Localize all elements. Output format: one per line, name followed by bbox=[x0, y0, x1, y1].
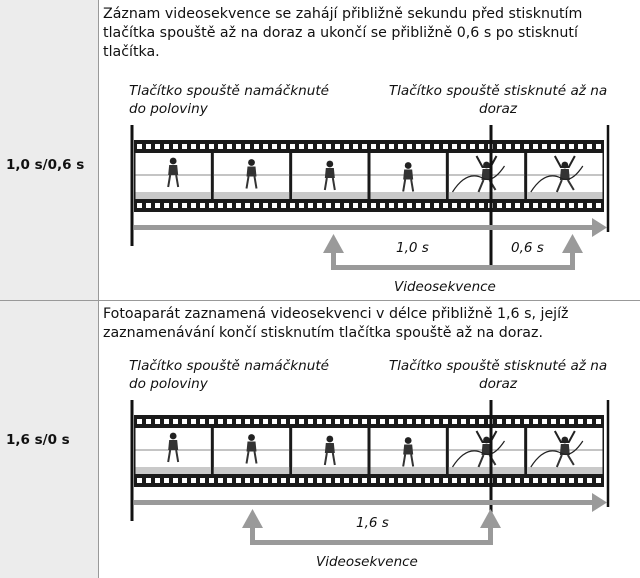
table-row: 1,0 s/0,6 s Záznam videosekvence se zahá… bbox=[0, 0, 610, 300]
duration-before-label: 1,6 s bbox=[356, 515, 389, 531]
row-description: Záznam videosekvence se zahájí přibližně… bbox=[103, 6, 583, 60]
film-strip bbox=[134, 415, 604, 487]
video-frame bbox=[527, 153, 603, 199]
caption-full-press: Tlačítko spouště stisknuté až na doraz bbox=[388, 83, 608, 117]
timeline-arrowhead bbox=[592, 218, 607, 237]
video-frame bbox=[292, 428, 368, 474]
table-row: 1,6 s/0 s Fotoaparát zaznamená videosekv… bbox=[0, 301, 640, 578]
clip-label: Videosekvence bbox=[394, 279, 496, 295]
video-frame bbox=[370, 428, 446, 474]
clip-start-arrow bbox=[242, 509, 263, 528]
timing-diagram: 1,0 s 0,6 s Videosekvence bbox=[130, 125, 610, 295]
duration-before-label: 1,0 s bbox=[396, 240, 429, 256]
row-description: Fotoaparát zaznamená videosekvenci v dél… bbox=[103, 306, 569, 341]
row-label-cell bbox=[0, 301, 98, 578]
video-frame bbox=[213, 428, 290, 474]
caption-full-press: Tlačítko spouště stisknuté až na doraz bbox=[388, 358, 608, 392]
caption-half-press: Tlačítko spouště namáčknuté do poloviny bbox=[129, 358, 330, 392]
row-label: 1,6 s/0 s bbox=[6, 432, 70, 448]
column-divider bbox=[98, 0, 99, 578]
video-frame bbox=[527, 428, 603, 474]
video-frame bbox=[135, 428, 211, 474]
timing-diagram: 1,6 s Videosekvence bbox=[130, 400, 610, 570]
video-frame bbox=[292, 153, 368, 199]
timeline-arrowhead bbox=[592, 493, 607, 512]
clip-label: Videosekvence bbox=[316, 554, 418, 570]
video-frame bbox=[370, 153, 446, 199]
clip-start-arrow bbox=[323, 234, 344, 253]
video-frame bbox=[213, 153, 290, 199]
clip-end-arrow bbox=[562, 234, 583, 253]
row-label: 1,0 s/0,6 s bbox=[6, 157, 85, 173]
video-frame bbox=[448, 153, 525, 199]
row-label-cell bbox=[0, 0, 98, 300]
duration-after-label: 0,6 s bbox=[511, 240, 544, 256]
video-frame bbox=[135, 153, 211, 199]
film-strip bbox=[134, 140, 604, 212]
clip-end-arrow bbox=[480, 509, 501, 528]
caption-half-press: Tlačítko spouště namáčknuté do poloviny bbox=[129, 83, 330, 117]
row-divider bbox=[0, 300, 640, 301]
video-frame bbox=[448, 428, 525, 474]
